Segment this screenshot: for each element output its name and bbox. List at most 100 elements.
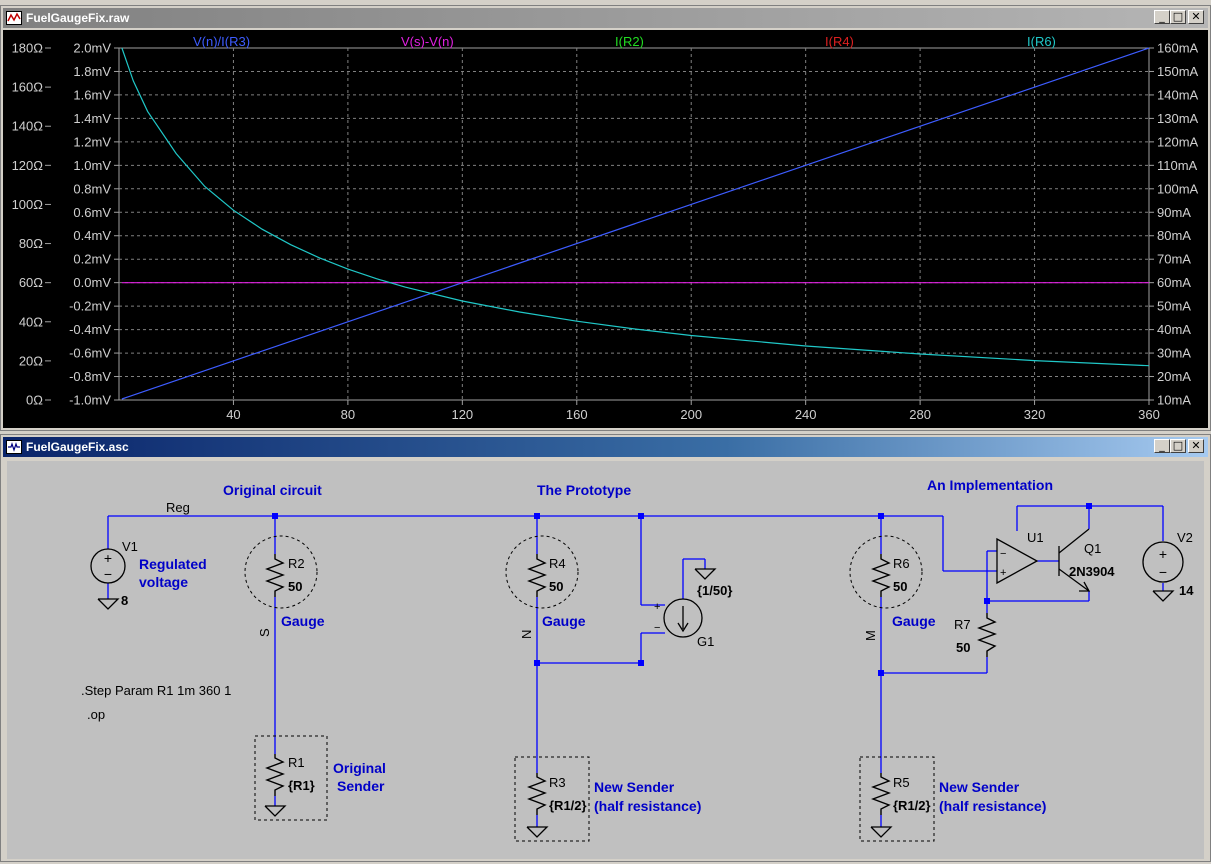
- sender-box-prototype[interactable]: [514, 756, 590, 842]
- step-directive[interactable]: .Step Param R1 1m 360 1: [81, 683, 231, 698]
- ground-icon[interactable]: [264, 805, 287, 817]
- schematic-window-titlebar[interactable]: FuelGaugeFix.asc _ □ ✕: [3, 437, 1208, 457]
- net-label-m[interactable]: M: [863, 630, 878, 641]
- x-tick-label: 80: [341, 407, 355, 422]
- x-tick-label: 120: [451, 407, 473, 422]
- junction: [272, 513, 278, 519]
- ground-icon[interactable]: [526, 826, 549, 838]
- gauge-circle-original[interactable]: [244, 535, 318, 609]
- minimize-button[interactable]: _: [1154, 10, 1170, 24]
- gauge-circle-implementation[interactable]: [849, 535, 923, 609]
- junction: [878, 513, 884, 519]
- opamp-u1[interactable]: − +: [996, 537, 1039, 585]
- y-right-tick-label: 80mA: [1157, 228, 1191, 243]
- maximize-button[interactable]: □: [1170, 439, 1186, 453]
- y-right-tick-label: 60mA: [1157, 275, 1191, 290]
- v2-name: V2: [1177, 530, 1193, 545]
- new-sender-label[interactable]: New Sender: [939, 779, 1020, 795]
- gauge-circles: [244, 535, 923, 609]
- r7-value: 50: [956, 640, 970, 655]
- y-right-tick-label: 110mA: [1157, 158, 1198, 173]
- half-resistance-label[interactable]: (half resistance): [939, 798, 1046, 814]
- original-sender-label[interactable]: Original: [333, 760, 386, 776]
- resistor-r2-icon[interactable]: [265, 554, 285, 597]
- net-label-reg[interactable]: Reg: [166, 500, 190, 515]
- voltage-label[interactable]: voltage: [139, 574, 188, 590]
- plot-window-titlebar[interactable]: FuelGaugeFix.raw _ □ ✕: [3, 8, 1208, 28]
- trace-label: I(R6): [1027, 34, 1056, 49]
- r1-name: R1: [288, 755, 305, 770]
- op-directive[interactable]: .op: [87, 707, 105, 722]
- section-implementation[interactable]: An Implementation: [927, 477, 1053, 493]
- sender-box-original[interactable]: [254, 735, 328, 821]
- close-button[interactable]: ✕: [1188, 10, 1204, 24]
- section-prototype[interactable]: The Prototype: [537, 482, 631, 498]
- y-right-tick-label: 50mA: [1157, 299, 1191, 314]
- y-left-inner-tick-label: -0.4mV: [69, 322, 111, 337]
- y-right-tick-label: 40mA: [1157, 322, 1191, 337]
- y-right-tick-label: 160mA: [1157, 41, 1199, 56]
- net-label-n[interactable]: N: [519, 630, 534, 639]
- resistor-r5-icon[interactable]: [871, 773, 891, 815]
- resistor-r4-icon[interactable]: [527, 554, 547, 597]
- plot-window-title: FuelGaugeFix.raw: [26, 11, 130, 25]
- y-right-tick-label: 140mA: [1157, 87, 1199, 102]
- g1-value: {1/50}: [697, 583, 732, 598]
- x-tick-label: 160: [566, 407, 588, 422]
- gauge-label[interactable]: Gauge: [542, 613, 586, 629]
- resistor-r7-icon[interactable]: [977, 613, 997, 657]
- resistor-r1-icon[interactable]: [265, 754, 285, 796]
- y-left-inner-tick-label: 1.6mV: [73, 87, 111, 102]
- trace-label: I(R4): [825, 34, 854, 49]
- trace-label: I(R2): [615, 34, 644, 49]
- sender-box-implementation[interactable]: [859, 756, 935, 842]
- svg-text:−: −: [1000, 548, 1006, 560]
- voltage-source-v2[interactable]: + −: [1142, 541, 1184, 583]
- y-right-tick-label: 130mA: [1157, 111, 1199, 126]
- ground-icon[interactable]: [694, 568, 717, 580]
- trace-line: [121, 47, 1150, 400]
- r2-name: R2: [288, 556, 305, 571]
- y-left-outer-tick-label: 60Ω: [19, 275, 43, 290]
- y-left-inner-tick-label: 0.4mV: [73, 228, 111, 243]
- gauge-circle-prototype[interactable]: [505, 535, 579, 609]
- junction: [1086, 503, 1092, 509]
- resistor-r6-icon[interactable]: [871, 554, 891, 597]
- q1-value: 2N3904: [1069, 564, 1115, 579]
- y-left-outer-tick-label: 100Ω: [12, 197, 44, 212]
- schematic-icon: [6, 440, 22, 454]
- current-source-g1[interactable]: + −: [654, 598, 703, 638]
- r4-name: R4: [549, 556, 566, 571]
- half-resistance-label[interactable]: (half resistance): [594, 798, 701, 814]
- maximize-button[interactable]: □: [1170, 10, 1186, 24]
- y-left-inner-tick-label: 1.2mV: [73, 134, 111, 149]
- y-left-inner-tick-label: 0.8mV: [73, 181, 111, 196]
- original-sender-label[interactable]: Sender: [337, 778, 385, 794]
- ground-icon[interactable]: [1152, 590, 1175, 602]
- gauge-label[interactable]: Gauge: [281, 613, 325, 629]
- ground-icon[interactable]: [870, 826, 893, 838]
- svg-text:+: +: [1000, 567, 1006, 579]
- r5-value: {R1/2}: [893, 798, 931, 813]
- section-original[interactable]: Original circuit: [223, 482, 322, 498]
- schematic-canvas[interactable]: + − + − + − − +: [7, 461, 1204, 859]
- net-label-s[interactable]: S: [257, 628, 272, 637]
- gauge-label[interactable]: Gauge: [892, 613, 936, 629]
- y-left-outer-tick-label: 160Ω: [12, 80, 44, 95]
- minimize-button[interactable]: _: [1154, 439, 1170, 453]
- junction: [534, 513, 540, 519]
- grounds: [97, 568, 1175, 838]
- x-tick-label: 360: [1138, 407, 1160, 422]
- new-sender-label[interactable]: New Sender: [594, 779, 675, 795]
- g1-name: G1: [697, 634, 714, 649]
- voltage-source-v1[interactable]: + −: [90, 548, 126, 584]
- transistor-q1[interactable]: [1058, 528, 1091, 592]
- ground-icon[interactable]: [97, 598, 120, 610]
- y-left-inner-tick-label: -0.8mV: [69, 369, 111, 384]
- y-left-inner-tick-label: -1.0mV: [69, 393, 111, 408]
- close-button[interactable]: ✕: [1188, 439, 1204, 453]
- resistor-r3-icon[interactable]: [527, 773, 547, 815]
- regulated-label[interactable]: Regulated: [139, 556, 207, 572]
- plot-frame: [118, 47, 1150, 401]
